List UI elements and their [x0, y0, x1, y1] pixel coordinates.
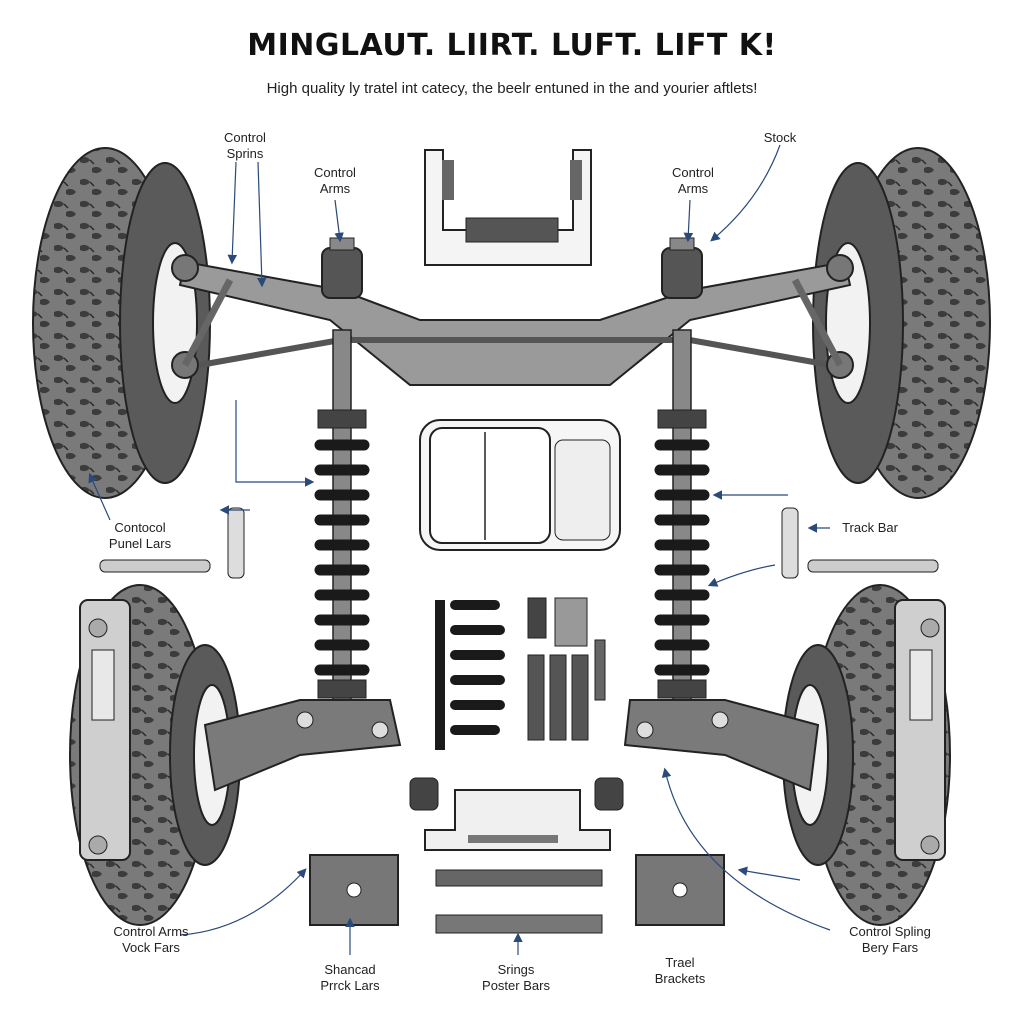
- tire-top-right: [812, 147, 991, 499]
- label-shancad-line1: Shancad: [324, 962, 376, 977]
- label-contocol-line2: Punel Lars: [108, 536, 172, 551]
- differential-housing: [419, 419, 621, 551]
- label-control-spling-bery-fars: Control Spling Bery Fars: [830, 924, 950, 956]
- coilover-left: [314, 329, 370, 711]
- center-bracket: [409, 777, 624, 851]
- label-spling-line1: Control Spling: [849, 924, 931, 939]
- label-srings-poster-bars: Srings Poster Bars: [466, 962, 566, 994]
- label-trael-line1: Trael: [665, 955, 695, 970]
- label-control-springs-line2: Sprins: [226, 146, 264, 161]
- label-trael-brackets: Trael Brackets: [630, 955, 730, 987]
- label-control-arms-left: Control Arms: [290, 165, 380, 197]
- label-control-arms-right-line2: Arms: [677, 181, 709, 196]
- label-control-springs: Control Sprins: [200, 130, 290, 162]
- label-control-arms-vock-fars: Control Arms Vock Fars: [96, 924, 206, 956]
- label-track-bar: Track Bar: [842, 520, 898, 535]
- label-contocol-punel-lars: Contocol Punel Lars: [90, 520, 190, 552]
- mount-plate-right: [635, 854, 725, 926]
- mount-plate-left: [309, 854, 399, 926]
- label-srings-line1: Srings: [497, 962, 535, 977]
- label-srings-line2: Poster Bars: [482, 978, 550, 993]
- bump-stops: [527, 597, 606, 741]
- shock-boot-left: [321, 237, 363, 299]
- label-vock-fars-line2: Vock Fars: [122, 940, 180, 955]
- label-spling-line2: Bery Fars: [861, 940, 919, 955]
- track-bar-plates: [435, 869, 603, 934]
- label-shancad-prrck-lars: Shancad Prrck Lars: [300, 962, 400, 994]
- label-control-arms-left-line2: Arms: [319, 181, 351, 196]
- diagram-subtitle: High quality ly tratel int catecy, the b…: [266, 80, 758, 97]
- tire-bottom-right: [782, 584, 951, 926]
- label-contocol-line1: Contocol: [114, 520, 166, 535]
- lower-arm-right: [623, 699, 820, 792]
- label-trael-line2: Brackets: [654, 971, 706, 986]
- diagram-title: MINGLAUT. LIIRT. LUFT. LIFT K!: [247, 28, 777, 63]
- label-vock-fars-line1: Control Arms: [113, 924, 189, 939]
- shock-boot-right: [661, 237, 703, 299]
- label-control-arms-left-line1: Control: [314, 165, 356, 180]
- front-axle: [171, 254, 854, 386]
- coil-spring-loose: [435, 600, 505, 750]
- label-control-arms-right-line1: Control: [672, 165, 714, 180]
- tire-top-left: [32, 147, 211, 499]
- label-shancad-line2: Prrck Lars: [320, 978, 380, 993]
- callout-lines: [88, 144, 831, 955]
- sway-bar-links: [99, 507, 939, 579]
- coilover-right: [654, 329, 710, 711]
- skid-plate-bracket: [424, 149, 592, 266]
- lower-arm-left: [203, 699, 402, 792]
- label-control-springs-line1: Control: [224, 130, 266, 145]
- label-stock: Stock: [763, 130, 797, 145]
- label-control-arms-right: Control Arms: [648, 165, 738, 197]
